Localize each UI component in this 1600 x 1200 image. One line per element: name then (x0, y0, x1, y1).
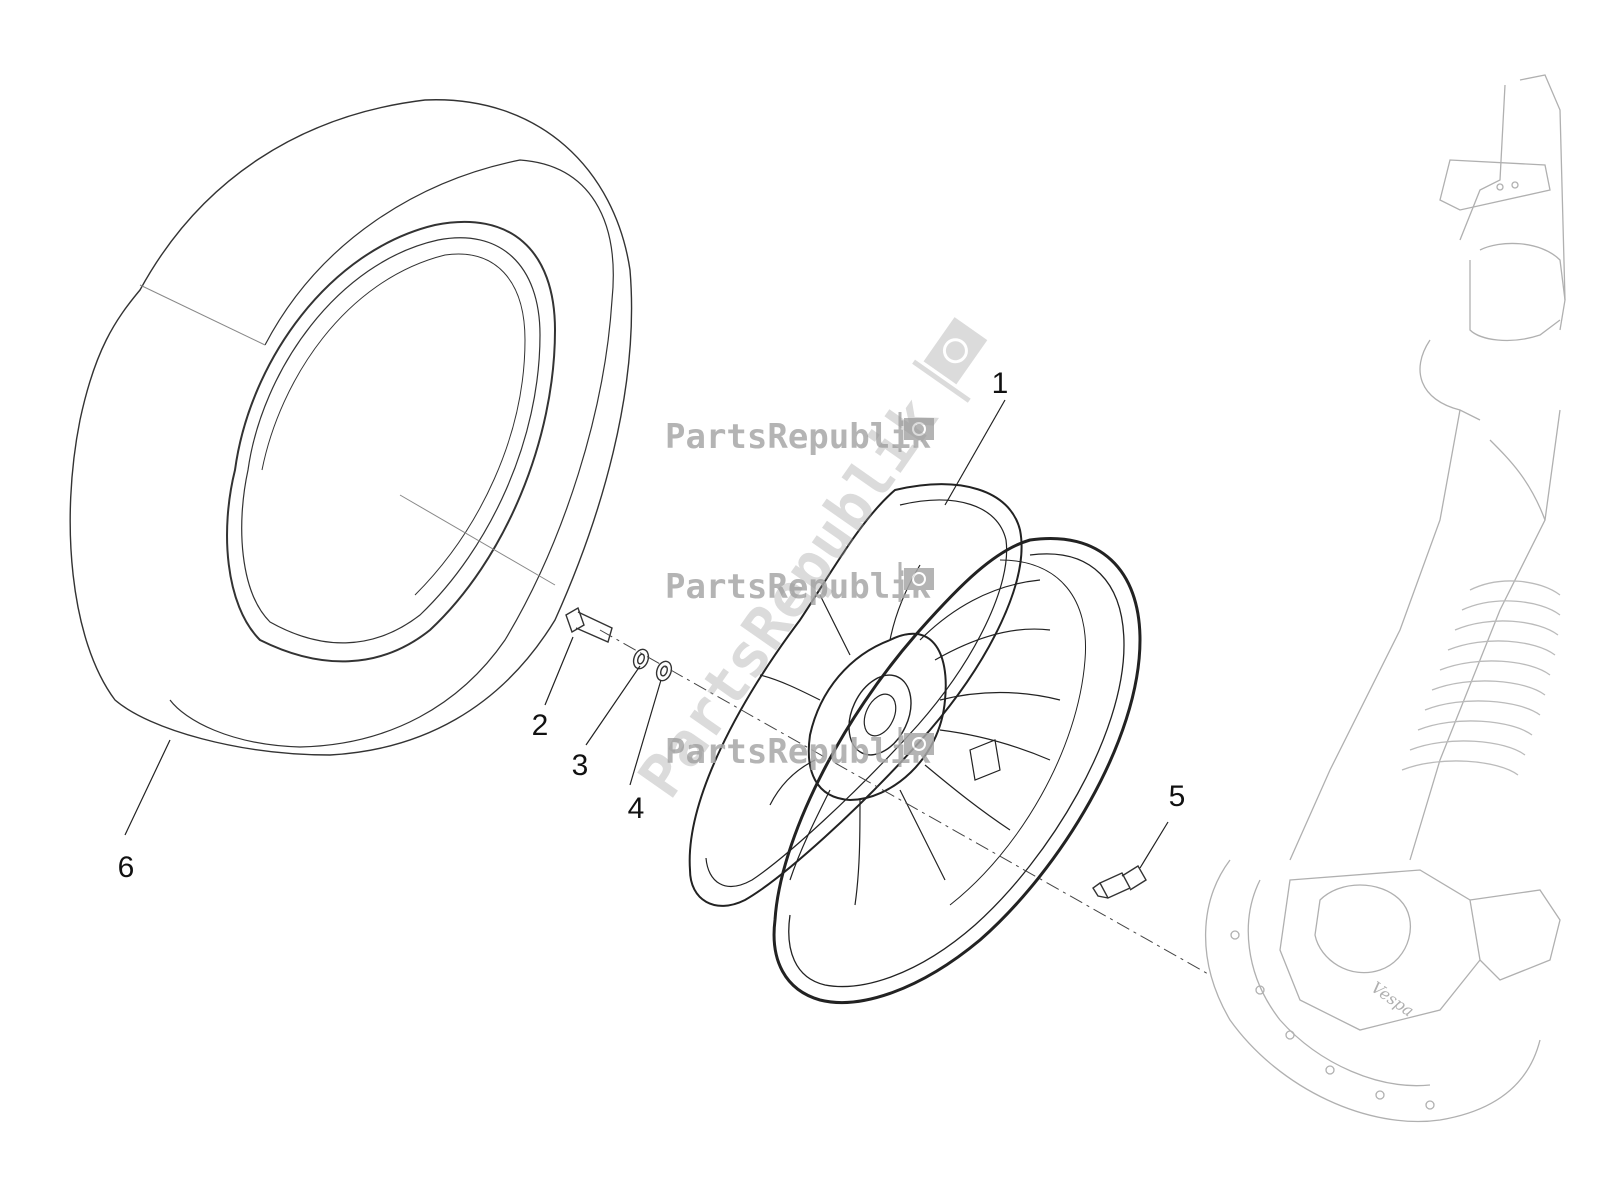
callout-4: 4 (628, 792, 645, 825)
watermark-text: PartsRepublik (665, 567, 931, 607)
leader-lines (124, 399, 1169, 869)
wheel-rim-part-1 (688, 483, 1142, 1004)
watermark-1: PartsRepublik (665, 412, 934, 457)
assembly-axis-line (599, 629, 1211, 976)
tire-part-6 (69, 99, 633, 756)
callout-1: 1 (992, 367, 1009, 400)
screw-part-2 (565, 606, 613, 643)
callout-6: 6 (118, 851, 135, 884)
callout-3: 3 (572, 749, 589, 782)
watermark-text: PartsRepublik (665, 417, 931, 457)
watermark-3: PartsRepublik (665, 727, 934, 772)
watermark-text: PartsRepublik (665, 732, 931, 772)
watermark-2: PartsRepublik (665, 562, 934, 607)
callout-2: 2 (532, 709, 549, 742)
gear-flag-icon (898, 727, 934, 767)
gear-flag-icon (898, 562, 934, 602)
gear-flag-icon (912, 317, 988, 403)
valve-part-5 (1092, 865, 1147, 899)
washer-part-3 (632, 648, 650, 670)
callout-5: 5 (1169, 780, 1186, 813)
gear-flag-icon (898, 412, 934, 452)
fork-suspension-assembly: Vespa (1204, 74, 1566, 1123)
svg-text:Vespa: Vespa (1368, 978, 1418, 1021)
